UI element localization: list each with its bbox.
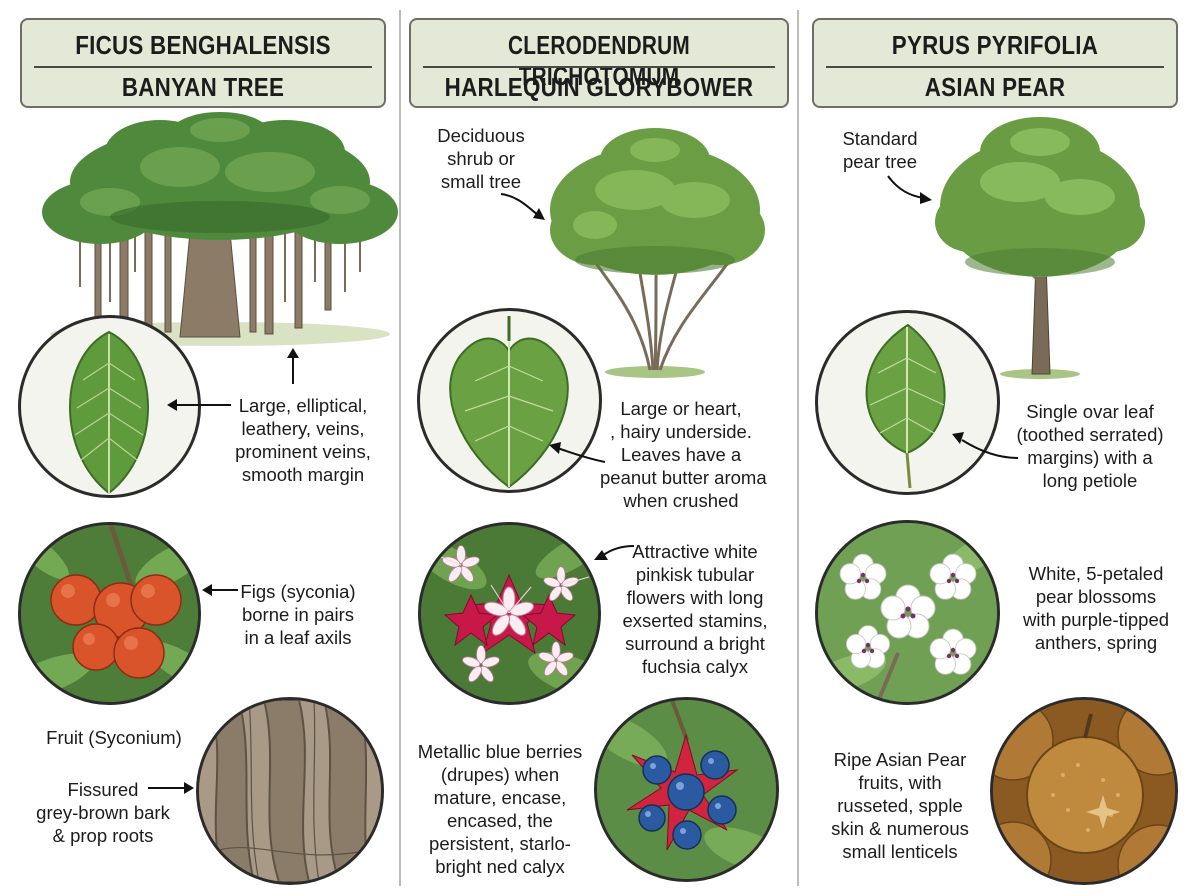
header-clerodendrum: CLERODENDRUM TRICHOTOMUM HARLEQUIN GLORY… <box>409 18 789 108</box>
arrow-icon <box>202 584 238 596</box>
arrow-icon <box>500 193 545 220</box>
banyan-tree-icon <box>42 112 398 346</box>
berry-description: Metallic blue berries (drupes) when matu… <box>417 741 583 877</box>
tree-description: Standard pear tree <box>842 128 918 172</box>
scientific-name: FICUS BENGHALENSIS <box>75 30 331 60</box>
berry-icon <box>594 697 779 882</box>
leaf-description: Single ovar leaf (toothed serrated) marg… <box>1016 401 1164 491</box>
arrow-icon <box>594 545 635 560</box>
shrub-icon <box>550 128 765 378</box>
fruit-description: Ripe Asian Pear fruits, with russeted, s… <box>831 749 969 862</box>
common-name: BANYAN TREE <box>121 72 285 102</box>
leaf-description: Large, elliptical, leathery, veins, prom… <box>235 395 371 485</box>
header-rule <box>826 66 1164 68</box>
flower-description: Attractive white pinkisk tubular flowers… <box>622 541 768 677</box>
pear-tree-icon <box>935 117 1145 379</box>
arrow-icon <box>167 399 231 411</box>
bark-icon <box>196 697 384 885</box>
fruit-description: Figs (syconia) borne in pairs in a leaf … <box>240 581 356 648</box>
header-ficus: FICUS BENGHALENSIS BANYAN TREE <box>20 18 386 108</box>
header-rule <box>423 66 775 68</box>
leaf-icon <box>417 308 602 493</box>
column-divider-right <box>797 10 799 886</box>
arrow-icon <box>148 782 194 794</box>
flower-icon <box>418 522 601 705</box>
header-rule <box>34 66 372 68</box>
leaf-description: Large or heart, , hairy underside. Leave… <box>600 398 767 511</box>
common-name: ASIAN PEAR <box>924 72 1066 102</box>
column-divider-left <box>399 10 401 886</box>
arrow-icon <box>887 175 932 204</box>
leaf-icon <box>815 310 1000 495</box>
fig-icon <box>18 522 201 705</box>
arrow-icon <box>952 432 1019 459</box>
scientific-name: PYRUS PYRIFOLIA <box>891 30 1099 60</box>
header-pyrus: PYRUS PYRIFOLIA ASIAN PEAR <box>812 18 1178 108</box>
flower-description: White, 5-petaled pear blossoms with purp… <box>1022 563 1170 653</box>
tree-description: Deciduous shrub or small tree <box>437 125 525 192</box>
fruit-caption: Fruit (Syconium) <box>46 727 182 748</box>
arrow-icon <box>549 442 606 463</box>
bark-description: Fissured grey-brown bark & prop roots <box>36 779 170 846</box>
pear-fruit-icon <box>990 697 1178 885</box>
arrow-icon <box>287 348 299 384</box>
blossom-icon <box>815 520 1000 705</box>
common-name: HARLEQUIN GLORYBOWER <box>444 72 754 102</box>
